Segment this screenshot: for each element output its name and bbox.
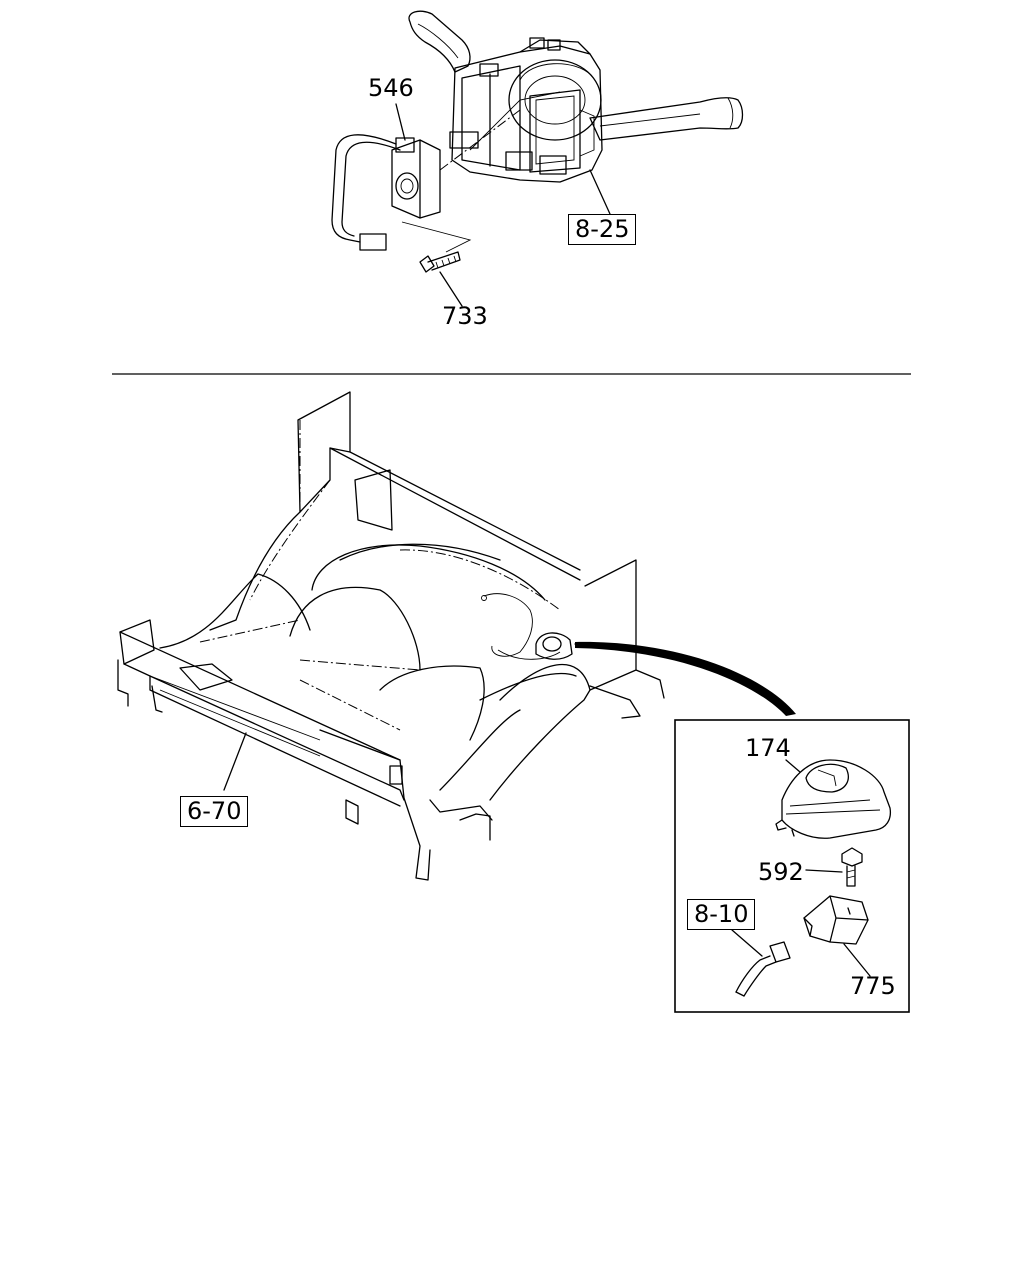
callout-733: 733 xyxy=(442,302,488,330)
callout-592: 592 xyxy=(758,858,804,886)
bolt-733 xyxy=(419,251,463,307)
callout-775: 775 xyxy=(850,972,896,1000)
combination-switch-assembly xyxy=(408,10,744,215)
callout-546: 546 xyxy=(368,74,414,102)
callout-174: 174 xyxy=(745,734,791,762)
steering-angle-sensor xyxy=(331,103,521,253)
callout-ref-8-25: 8-25 xyxy=(568,214,637,245)
callout-ref-6-70: 6-70 xyxy=(180,796,249,827)
detail-box xyxy=(674,719,910,1013)
callout-ref-8-10: 8-10 xyxy=(687,899,756,930)
floor-panel xyxy=(117,391,796,881)
